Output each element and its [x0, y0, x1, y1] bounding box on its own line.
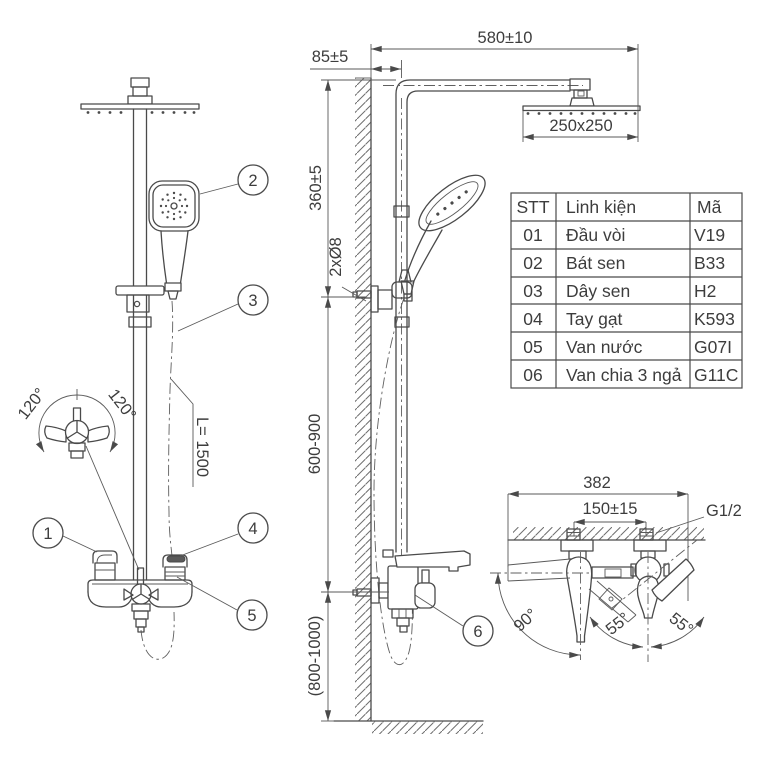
hose-centerline-front — [168, 300, 174, 557]
mixer-front — [87, 550, 193, 633]
dim-600-900-label: 600-900 — [306, 414, 324, 475]
row3-part: Dây sen — [566, 281, 630, 301]
dim-holes-label: 2xØ8 — [327, 237, 345, 276]
callout-4-number: 4 — [248, 520, 257, 538]
table-row: 04 Tay gạt K593 — [523, 309, 735, 329]
callout-3: 3 — [177, 284, 269, 332]
col-header-stt: STT — [516, 197, 549, 217]
dim-360-label: 360±5 — [307, 165, 325, 211]
hand-shower-front — [148, 180, 200, 300]
dim-580: 580±10 — [370, 29, 639, 142]
callout-2: 2 — [199, 164, 269, 196]
parts-table: STT Linh kiện Mã 01 Đầu vòi V19 02 Bát s… — [510, 192, 743, 389]
row1-stt: 01 — [523, 225, 542, 245]
nozzle-dots-side — [526, 112, 637, 115]
callout-6: 6 — [414, 594, 494, 647]
dim-holes: 2xØ8 — [327, 237, 367, 302]
rain-shower-head-side — [522, 78, 641, 115]
phantom-handle-diagonal — [651, 558, 695, 602]
right-inlet-opening — [166, 555, 186, 563]
mixer-side — [352, 549, 471, 633]
row5-part: Van nước — [566, 337, 643, 357]
callout-5: 5 — [176, 576, 268, 631]
dim-250-label: 250x250 — [549, 117, 612, 135]
thread-callout: G1/2 — [655, 502, 742, 534]
hose-centerline-side — [373, 297, 413, 666]
row6-code: G11C — [694, 365, 738, 385]
table-row: 03 Dây sen H2 — [523, 281, 716, 301]
hand-shower-handle — [160, 230, 189, 284]
col-header-part: Linh kiện — [566, 197, 636, 217]
row3-code: H2 — [694, 281, 716, 301]
row1-part: Đầu vòi — [566, 225, 625, 245]
detail-view: 382 150±15 G1/2 90° — [490, 474, 742, 662]
hand-shower-face-dots — [159, 191, 189, 221]
dim-580-label: 580±10 — [478, 29, 533, 47]
dim-800-1000: (800-1000) — [306, 592, 334, 722]
left-valve: 90° — [490, 528, 594, 660]
gooseneck-pipe — [395, 79, 571, 553]
front-view: L= 1500 120° 120° — [14, 77, 269, 660]
hose-loop-front — [140, 611, 175, 660]
angle-55-right-label: 55° — [666, 609, 697, 639]
floor-hatch — [372, 721, 483, 734]
dim-250: 250x250 — [522, 111, 638, 142]
shower-column-pipe — [132, 108, 148, 581]
callout-4: 4 — [179, 512, 269, 557]
side-view: 6 580±10 85±5 250x250 360±5 2xØ8 — [306, 29, 641, 734]
callout-5-number: 5 — [247, 607, 256, 625]
table-row: 02 Bát sen B33 — [523, 253, 725, 273]
row1-code: V19 — [694, 225, 725, 245]
col-header-code: Mã — [697, 197, 722, 217]
angle-120-right-label: 120° — [104, 386, 139, 424]
row2-stt: 02 — [523, 253, 542, 273]
row6-part: Van chia 3 ngả — [566, 365, 682, 385]
dim-85: 85±5 — [310, 48, 402, 78]
angle-90-label: 90° — [510, 605, 541, 635]
dim-360: 360±5 — [307, 79, 396, 298]
slide-bar-bracket — [115, 285, 165, 328]
callout-6-number: 6 — [473, 623, 482, 641]
callout-2-number: 2 — [248, 172, 257, 190]
dim-600-900: 600-900 — [306, 297, 389, 593]
wall-hatch — [355, 78, 371, 721]
pipe-centerline — [383, 85, 583, 556]
row4-stt: 04 — [523, 309, 543, 329]
rain-shower-head-front — [80, 103, 200, 114]
row5-code: G07I — [694, 337, 732, 357]
thread-label: G1/2 — [706, 502, 742, 520]
row3-stt: 03 — [523, 281, 542, 301]
row2-code: B33 — [694, 253, 725, 273]
hose-length-leader — [170, 378, 194, 487]
table-row: 01 Đầu vòi V19 — [523, 225, 725, 245]
table-row: 06 Van chia 3 ngả G11C — [523, 365, 738, 385]
row5-stt: 05 — [523, 337, 542, 357]
dim-800-1000-label: (800-1000) — [306, 616, 324, 697]
nozzle-dots — [86, 111, 196, 114]
row4-code: K593 — [694, 309, 735, 329]
angle-120-left-label: 120° — [14, 385, 49, 423]
callout-1: 1 — [32, 517, 98, 553]
ceiling-mount — [127, 77, 153, 105]
dim-150-label: 150±15 — [583, 500, 638, 518]
right-valve: 55° 55° — [589, 528, 705, 662]
hand-shower-side — [400, 174, 486, 302]
dim-382-label: 382 — [583, 474, 611, 492]
row2-part: Bát sen — [566, 253, 625, 273]
callout-3-number: 3 — [248, 292, 257, 310]
hose-length-label: L= 1500 — [193, 417, 211, 477]
phantom-spout-horizontal — [507, 558, 571, 582]
dim-85-label: 85±5 — [312, 48, 349, 66]
mount-hatch — [513, 527, 704, 540]
row6-stt: 06 — [523, 365, 542, 385]
table-row: 05 Van nước G07I — [523, 337, 732, 357]
row4-part: Tay gạt — [566, 309, 623, 329]
callout-1-number: 1 — [43, 525, 52, 543]
